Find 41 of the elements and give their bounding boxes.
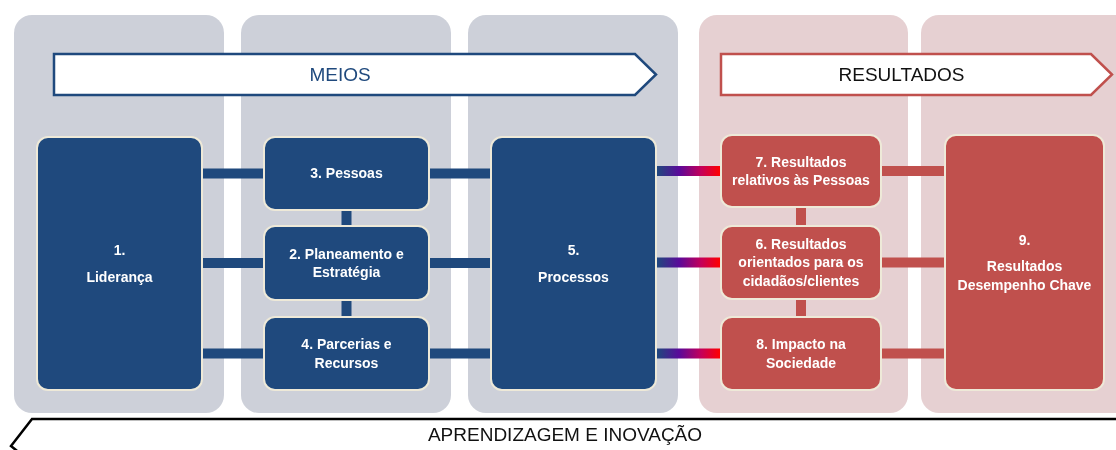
connector-bar (882, 166, 944, 176)
criterion-box (720, 225, 882, 300)
criterion-label: 1. (113, 241, 126, 260)
banner-label: APRENDIZAGEM E INOVAÇÃO (427, 424, 703, 446)
connector-bar (796, 208, 806, 225)
criterion-box (36, 136, 203, 391)
connector-bar (430, 258, 490, 268)
connector-bar (430, 348, 490, 359)
criterion-label: 9. (1018, 231, 1031, 250)
banner-label: RESULTADOS (838, 63, 965, 86)
connector-bar (882, 257, 944, 268)
connector-bar (657, 348, 720, 359)
criterion-label: 7. Resultados relativos às Pessoas (731, 152, 871, 190)
connector-bar (430, 168, 490, 179)
criterion-label: 3. Pessoas (310, 164, 383, 183)
connector-bar (657, 166, 720, 176)
criterion-box (944, 134, 1105, 391)
criterion-box (263, 225, 430, 301)
connector-bar (341, 211, 352, 225)
banner-arrow (10, 418, 1116, 450)
banner-label: MEIOS (309, 63, 371, 86)
connector-bar (203, 258, 263, 268)
criterion-label: 8. Impacto na Sociedade (755, 335, 847, 372)
criterion-label: 2. Planeamento e Estratégia (288, 244, 405, 282)
connector-bar (882, 348, 944, 359)
criterion-label: Processos (538, 267, 609, 286)
connector-bar (796, 300, 806, 316)
connector-bar (657, 257, 720, 268)
criterion-box (720, 316, 882, 391)
criterion-box (263, 136, 430, 211)
connector-bar (203, 348, 263, 359)
criterion-box (490, 136, 657, 391)
criterion-label: 4. Parcerias e Recursos (300, 335, 393, 372)
criterion-box (720, 134, 882, 208)
criterion-label: Liderança (86, 267, 153, 286)
criterion-label: Resultados Desempenho Chave (956, 257, 1093, 294)
connector-bar (203, 168, 263, 179)
criterion-box (263, 316, 430, 391)
criterion-label: 5. (567, 241, 580, 260)
connector-bar (341, 301, 352, 316)
criterion-label: 6. Resultados orientados para os cidadãos/clientes (737, 235, 865, 290)
